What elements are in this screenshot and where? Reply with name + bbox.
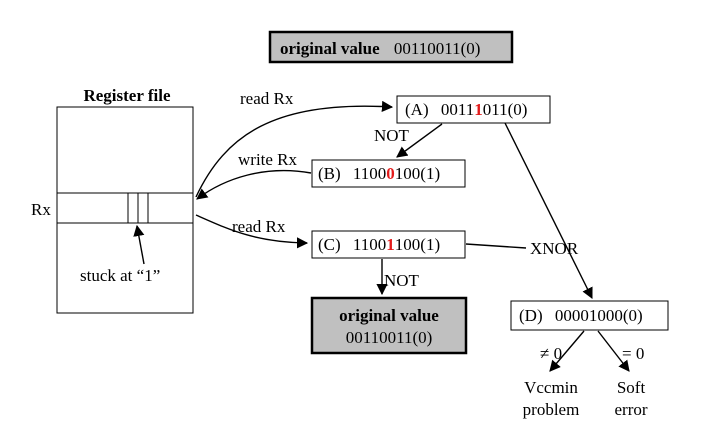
- result-label: original value: [339, 306, 439, 325]
- edge-not-c-result: NOT: [384, 271, 420, 290]
- edge-eq-zero: = 0: [622, 344, 644, 363]
- stuck-note-arrow: [133, 224, 145, 265]
- arrow-read-rx-bottom: [195, 214, 309, 249]
- svg-text:(A) 00111011(0): (A) 00111011(0): [405, 100, 527, 119]
- stuck-note: stuck at “1”: [80, 266, 160, 285]
- svg-text:(B) 11000100(1): (B) 11000100(1): [318, 164, 440, 183]
- svg-text:original value 00110011(: original value 00110011(0): [280, 39, 480, 58]
- svg-text:(D) 00001000(0): (D) 00001000(0): [519, 306, 643, 325]
- arrow-vccmin: [549, 330, 585, 372]
- outcome-soft-error: Soft error: [614, 378, 647, 419]
- outcome-soft-line2: error: [614, 400, 647, 419]
- result-value: 00110011(0): [346, 328, 433, 347]
- arrow-read-rx-top: [195, 100, 394, 198]
- box-c-value-post: 100(1): [395, 235, 440, 254]
- register-row-label: Rx: [31, 200, 51, 219]
- outcome-soft-line1: Soft: [617, 378, 646, 397]
- box-b-flipped-bit: 0: [386, 164, 395, 183]
- svg-text:(C) 11001100(1): (C) 11001100(1): [318, 235, 440, 254]
- line-c-to-xnor: [465, 243, 527, 249]
- box-a: (A) 00111011(0): [396, 95, 551, 124]
- box-d-tag: (D): [519, 306, 543, 325]
- outcome-vccmin-line1: Vccmin: [524, 378, 578, 397]
- header-label: original value: [280, 39, 380, 58]
- box-c-tag: (C): [318, 235, 341, 254]
- arrow-a-to-d: [504, 122, 593, 300]
- arrow-write-rx: [196, 169, 312, 200]
- box-a-flipped-bit: 1: [474, 100, 483, 119]
- box-b-tag: (B): [318, 164, 341, 183]
- box-c-flipped-bit: 1: [386, 235, 395, 254]
- arrow-soft-error: [597, 330, 630, 372]
- edge-read-rx-top: read Rx: [240, 89, 294, 108]
- box-c: (C) 11001100(1): [311, 230, 466, 259]
- box-c-value-pre: 1100: [353, 235, 386, 254]
- box-b-value-pre: 1100: [353, 164, 386, 183]
- edge-read-rx-bottom: read Rx: [232, 217, 286, 236]
- result-original-value-box: original value 00110011(0): [310, 296, 468, 355]
- box-a-tag: (A): [405, 100, 429, 119]
- register-file: Register file Rx stuck at “1”: [31, 86, 194, 314]
- outcome-vccmin-line2: problem: [523, 400, 580, 419]
- register-row-rx: [56, 192, 194, 224]
- box-b-value-post: 100(1): [395, 164, 440, 183]
- header-value: 00110011(0): [394, 39, 481, 58]
- edge-neq-zero: ≠ 0: [540, 344, 562, 363]
- edge-not-a-b: NOT: [374, 126, 410, 145]
- outcome-vccmin: Vccmin problem: [523, 378, 580, 419]
- register-file-title: Register file: [83, 86, 170, 105]
- box-d: (D) 00001000(0): [510, 300, 669, 331]
- box-b: (B) 11000100(1): [311, 159, 466, 188]
- edge-xnor: XNOR: [530, 239, 579, 258]
- box-a-value-post: 011(0): [483, 100, 528, 119]
- box-a-value-pre: 0011: [441, 100, 474, 119]
- arrow-not-a-b: [396, 123, 443, 158]
- header-original-value-box: original value 00110011(0): [268, 30, 514, 64]
- box-d-value: 00001000(0): [555, 306, 643, 325]
- edge-write-rx: write Rx: [238, 150, 298, 169]
